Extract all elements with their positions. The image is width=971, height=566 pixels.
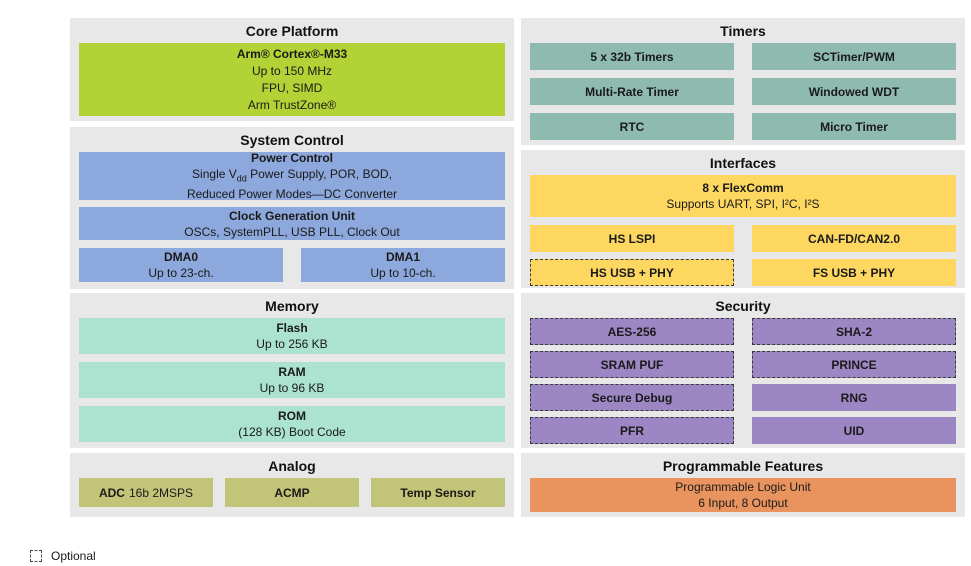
block-multi-rate-timer: Multi-Rate Timer — [530, 78, 734, 105]
block-uid: UID — [752, 417, 956, 444]
block-clock-generation: Clock Generation Unit OSCs, SystemPLL, U… — [79, 207, 505, 240]
power-control-line1: Single Vdd Power Supply, POR, BOD, — [192, 166, 392, 184]
flash-line1: Up to 256 KB — [256, 337, 328, 351]
interfaces-grid: HS LSPI CAN-FD/CAN2.0 HS USB + PHY FS US… — [530, 225, 956, 286]
block-hs-usb-phy: HS USB + PHY — [530, 259, 734, 286]
power-control-line2: Reduced Power Modes—DC Converter — [186, 187, 398, 202]
block-dma1: DMA1 Up to 10-ch. — [301, 248, 505, 282]
block-ram: RAM Up to 96 KB — [79, 362, 505, 398]
optional-legend: Optional — [30, 549, 96, 563]
plu-line2: 6 Input, 8 Output — [698, 496, 788, 510]
section-title-memory: Memory — [265, 298, 319, 314]
block-rtc: RTC — [530, 113, 734, 140]
section-system-control: System Control Power Control Single Vdd … — [70, 127, 514, 289]
cpu-line-freq: Up to 150 MHz — [251, 63, 333, 78]
section-core-platform: Core Platform Arm® Cortex®-M33 Up to 150… — [70, 18, 514, 121]
block-acmp: ACMP — [225, 478, 359, 507]
section-title-core-platform: Core Platform — [245, 23, 339, 39]
ram-title: RAM — [278, 365, 306, 379]
block-prince: PRINCE — [752, 351, 956, 378]
section-title-analog: Analog — [268, 458, 316, 474]
flexcomm-line1: Supports UART, SPI, I²C, I²S — [666, 197, 820, 211]
block-diagram: Core Platform Arm® Cortex®-M33 Up to 150… — [70, 18, 965, 517]
block-dma0: DMA0 Up to 23-ch. — [79, 248, 283, 282]
analog-row: ADC 16b 2MSPS ACMP Temp Sensor — [79, 478, 505, 507]
cpu-line-trustzone: Arm TrustZone® — [247, 97, 337, 112]
security-grid: AES-256 SHA-2 SRAM PUF PRINCE Secure Deb… — [530, 318, 956, 444]
dma0-line1: Up to 23-ch. — [148, 266, 214, 280]
right-column: Timers 5 x 32b Timers SCTimer/PWM Multi-… — [521, 18, 965, 517]
block-windowed-wdt: Windowed WDT — [752, 78, 956, 105]
dashed-box-icon — [30, 550, 42, 562]
section-analog: Analog ADC 16b 2MSPS ACMP Temp Sensor — [70, 453, 514, 517]
dma1-line1: Up to 10-ch. — [370, 266, 436, 280]
optional-legend-label: Optional — [51, 549, 96, 563]
block-sram-puf: SRAM PUF — [530, 351, 734, 378]
block-pfr: PFR — [530, 417, 734, 444]
block-adc: ADC 16b 2MSPS — [79, 478, 213, 507]
block-can-fd: CAN-FD/CAN2.0 — [752, 225, 956, 252]
flexcomm-title: 8 x FlexComm — [702, 181, 784, 195]
power-control-title: Power Control — [250, 150, 333, 165]
adc-label: ADC — [98, 485, 125, 500]
timers-grid: 5 x 32b Timers SCTimer/PWM Multi-Rate Ti… — [530, 43, 956, 140]
block-fs-usb-phy: FS USB + PHY — [752, 259, 956, 286]
dma0-title: DMA0 — [163, 250, 198, 264]
ram-line1: Up to 96 KB — [259, 381, 325, 395]
flash-title: Flash — [276, 321, 308, 335]
rom-title: ROM — [278, 409, 306, 423]
section-title-timers: Timers — [720, 23, 766, 39]
block-cortex-m33: Arm® Cortex®-M33 Up to 150 MHz FPU, SIMD… — [79, 43, 505, 116]
block-hs-lspi: HS LSPI — [530, 225, 734, 252]
block-temp-sensor: Temp Sensor — [371, 478, 505, 507]
section-title-system-control: System Control — [240, 132, 344, 148]
block-micro-timer: Micro Timer — [752, 113, 956, 140]
block-flexcomm: 8 x FlexComm Supports UART, SPI, I²C, I²… — [530, 175, 956, 217]
acmp-label: ACMP — [274, 485, 310, 500]
block-sha-2: SHA-2 — [752, 318, 956, 345]
block-rom: ROM (128 KB) Boot Code — [79, 406, 505, 442]
section-memory: Memory Flash Up to 256 KB RAM Up to 96 K… — [70, 293, 514, 448]
section-timers: Timers 5 x 32b Timers SCTimer/PWM Multi-… — [521, 18, 965, 145]
block-secure-debug: Secure Debug — [530, 384, 734, 411]
block-programmable-logic-unit: Programmable Logic Unit 6 Input, 8 Outpu… — [530, 478, 956, 512]
plu-line1: Programmable Logic Unit — [675, 480, 811, 494]
block-sctimer-pwm: SCTimer/PWM — [752, 43, 956, 70]
section-interfaces: Interfaces 8 x FlexComm Supports UART, S… — [521, 150, 965, 288]
block-flash: Flash Up to 256 KB — [79, 318, 505, 354]
dma-row: DMA0 Up to 23-ch. DMA1 Up to 10-ch. — [79, 248, 505, 282]
section-title-interfaces: Interfaces — [709, 155, 777, 171]
cpu-title: Arm® Cortex®-M33 — [236, 46, 348, 61]
clock-gen-title: Clock Generation Unit — [228, 208, 356, 223]
block-aes-256: AES-256 — [530, 318, 734, 345]
section-programmable-features: Programmable Features Programmable Logic… — [521, 453, 965, 517]
section-security: Security AES-256 SHA-2 SRAM PUF PRINCE S… — [521, 293, 965, 448]
section-title-programmable-features: Programmable Features — [662, 458, 824, 474]
temp-sensor-label: Temp Sensor — [400, 485, 476, 500]
cpu-line-fpu: FPU, SIMD — [261, 80, 323, 95]
block-power-control: Power Control Single Vdd Power Supply, P… — [79, 150, 505, 202]
section-title-security: Security — [715, 298, 771, 314]
dma1-title: DMA1 — [385, 250, 420, 264]
rom-line1: (128 KB) Boot Code — [238, 425, 346, 439]
left-column: Core Platform Arm® Cortex®-M33 Up to 150… — [70, 18, 514, 517]
adc-spec: 16b 2MSPS — [128, 485, 194, 500]
block-32b-timers: 5 x 32b Timers — [530, 43, 734, 70]
clock-gen-line1: OSCs, SystemPLL, USB PLL, Clock Out — [184, 224, 400, 239]
block-rng: RNG — [752, 384, 956, 411]
